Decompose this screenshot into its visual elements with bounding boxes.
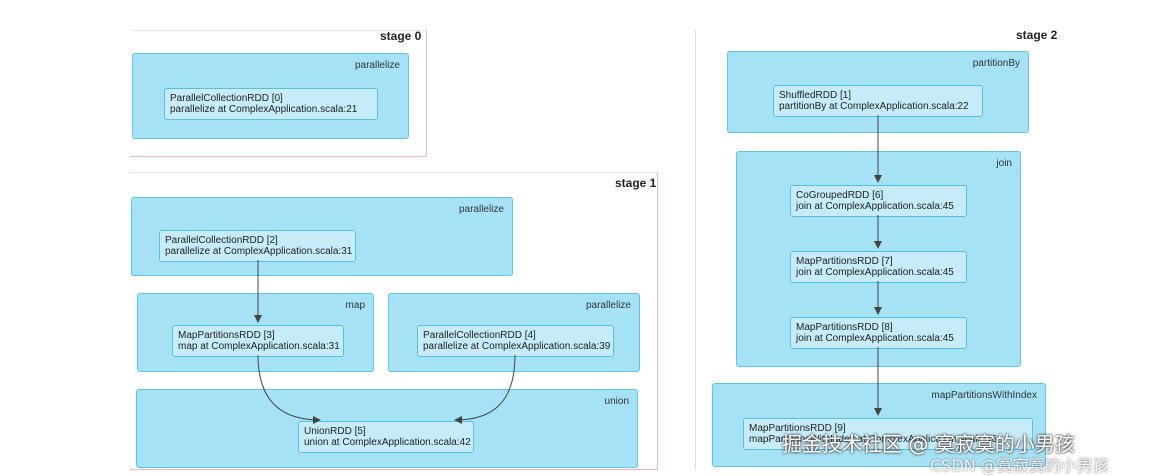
stage-1-frame — [130, 172, 658, 470]
rdd-node-0[interactable]: ParallelCollectionRDD [0] parallelize at… — [164, 88, 378, 120]
rdd-callsite: join at ComplexApplication.scala:45 — [796, 267, 954, 278]
rdd-name: MapPartitionsRDD [9] — [749, 423, 846, 434]
rdd-callsite: parallelize at ComplexApplication.scala:… — [170, 104, 358, 115]
rdd-node-7[interactable]: MapPartitionsRDD [7] join at ComplexAppl… — [790, 251, 967, 283]
cluster-label: mapPartitionsWithIndex — [931, 390, 1037, 401]
rdd-callsite: join at ComplexApplication.scala:45 — [796, 333, 954, 344]
cluster-label: parallelize — [458, 204, 504, 215]
rdd-callsite: union at ComplexApplication.scala:42 — [304, 437, 471, 448]
cluster-label: map — [345, 300, 365, 311]
stage-0-frame — [130, 30, 427, 157]
rdd-name: MapPartitionsRDD [3] — [178, 330, 275, 341]
rdd-callsite: join at ComplexApplication.scala:45 — [796, 201, 954, 212]
stage-divider — [695, 30, 696, 470]
rdd-node-9[interactable]: MapPartitionsRDD [9] mapPartitionsWithIn… — [743, 418, 1033, 450]
cluster-label: parallelize — [354, 60, 400, 71]
rdd-callsite: mapPartitionsWithIndex at ComplexApplica… — [749, 434, 997, 445]
rdd-node-1[interactable]: ShuffledRDD [1] partitionBy at ComplexAp… — [773, 85, 983, 117]
rdd-callsite: parallelize at ComplexApplication.scala:… — [423, 341, 611, 352]
rdd-name: CoGroupedRDD [6] — [796, 190, 884, 201]
rdd-name: ParallelCollectionRDD [0] — [170, 93, 283, 104]
rdd-node-2[interactable]: ParallelCollectionRDD [2] parallelize at… — [159, 230, 356, 262]
rdd-node-6[interactable]: CoGroupedRDD [6] join at ComplexApplicat… — [790, 185, 967, 217]
watermark-sub: CSDN @寞寂寞的小男孩 — [930, 456, 1109, 475]
rdd-callsite: partitionBy at ComplexApplication.scala:… — [779, 101, 969, 112]
stage-2-label: stage 2 — [1016, 28, 1058, 42]
rdd-callsite: map at ComplexApplication.scala:31 — [178, 341, 340, 352]
cluster-s1-union[interactable]: union — [136, 389, 638, 468]
stage-1-label: stage 1 — [615, 176, 657, 190]
cluster-label: partitionBy — [972, 58, 1020, 69]
rdd-name: MapPartitionsRDD [7] — [796, 256, 893, 267]
watermark: 掘金技术社区 @ 寞寂寞的小男孩 — [782, 432, 1075, 456]
rdd-name: ParallelCollectionRDD [4] — [423, 330, 536, 341]
rdd-name: UnionRDD [5] — [304, 426, 366, 437]
cluster-label: union — [604, 396, 629, 407]
cluster-label: parallelize — [585, 300, 631, 311]
rdd-callsite: parallelize at ComplexApplication.scala:… — [165, 246, 353, 257]
cluster-label: join — [996, 158, 1012, 169]
stage-0-label: stage 0 — [380, 29, 422, 43]
rdd-name: MapPartitionsRDD [8] — [796, 322, 893, 333]
rdd-node-5[interactable]: UnionRDD [5] union at ComplexApplication… — [298, 421, 474, 453]
rdd-name: ShuffledRDD [1] — [779, 90, 852, 101]
rdd-node-3[interactable]: MapPartitionsRDD [3] map at ComplexAppli… — [172, 325, 344, 357]
rdd-node-8[interactable]: MapPartitionsRDD [8] join at ComplexAppl… — [790, 317, 967, 349]
rdd-name: ParallelCollectionRDD [2] — [165, 235, 278, 246]
rdd-node-4[interactable]: ParallelCollectionRDD [4] parallelize at… — [417, 325, 614, 357]
